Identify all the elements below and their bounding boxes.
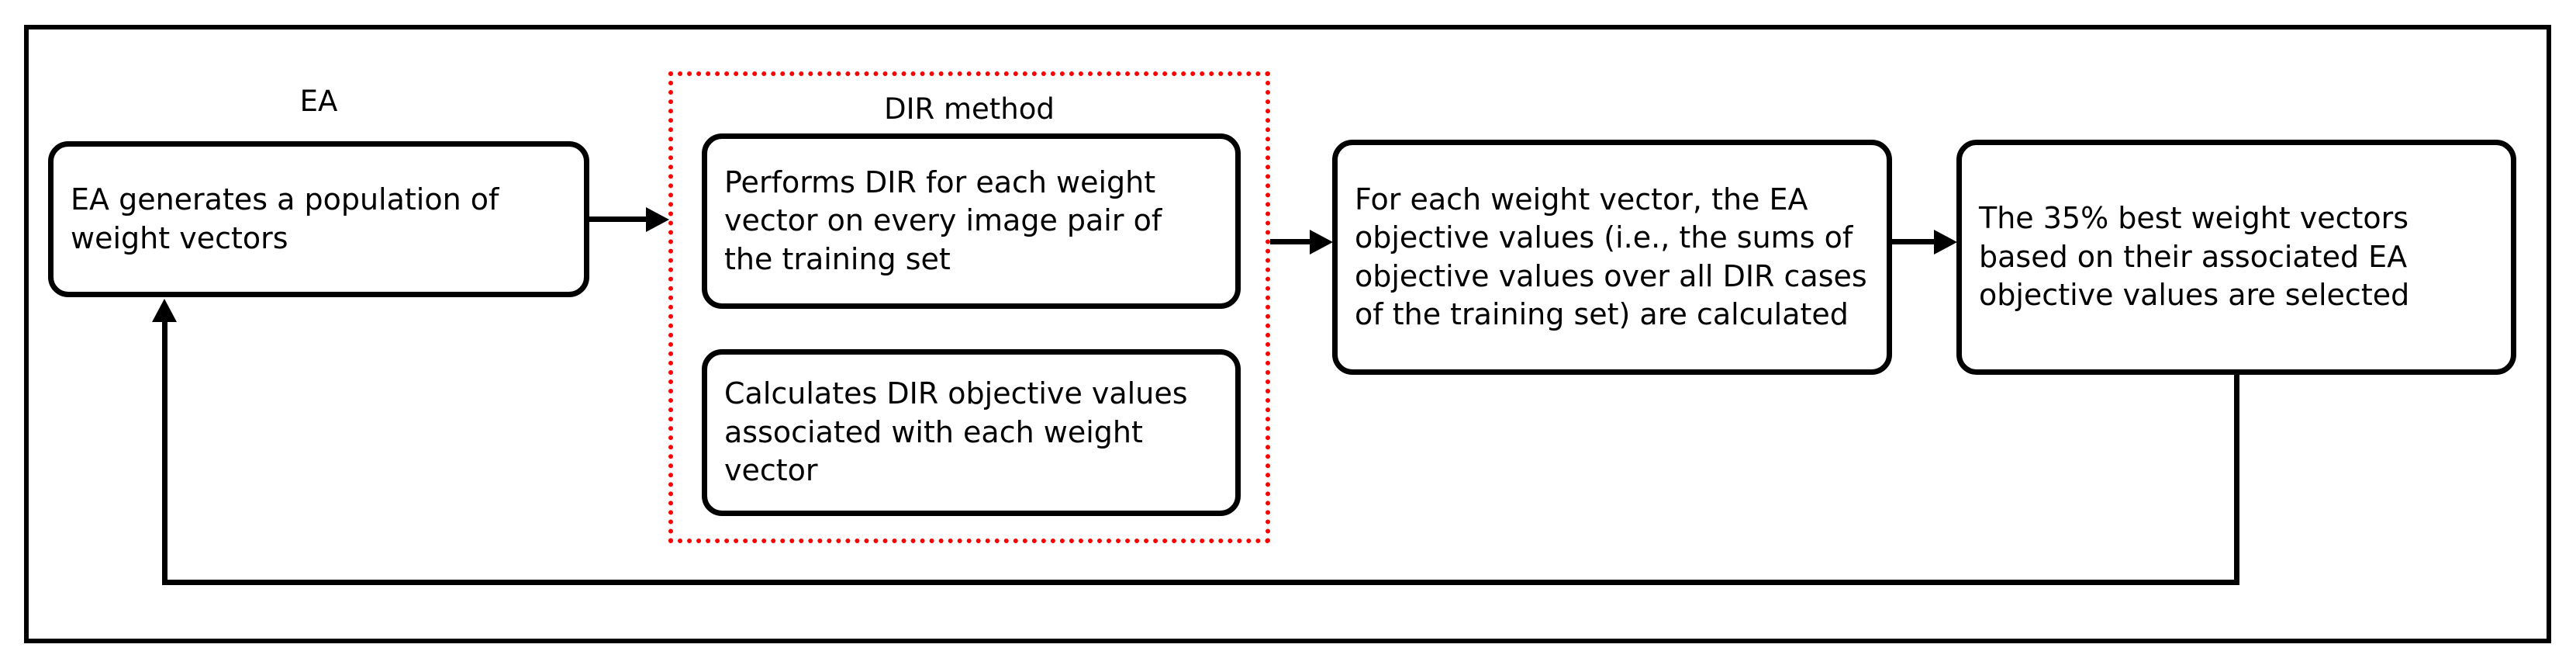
edge-dir-to-ea-objective-line (1270, 239, 1312, 244)
arrowhead-up-icon (152, 299, 177, 322)
edge-ea-objective-to-ea-select-line (1892, 239, 1935, 244)
node-ea-generate-label: EA generates a population of weight vect… (71, 182, 499, 255)
edge-feedback-segment-left (162, 580, 2239, 585)
node-ea-objective[interactable]: For each weight vector, the EA objective… (1332, 140, 1892, 375)
edge-ea-generate-to-dir-line (589, 216, 648, 222)
arrowhead-right-icon (646, 207, 669, 232)
node-ea-select[interactable]: The 35% best weight vectors based on the… (1956, 140, 2516, 375)
group-label-dir-method: DIR method (884, 92, 1055, 126)
group-dir-method (668, 71, 1270, 543)
node-ea-select-label: The 35% best weight vectors based on the… (1979, 201, 2410, 313)
edge-feedback-segment-up (162, 322, 167, 583)
outer-frame (24, 25, 2551, 643)
arrowhead-right-icon (1934, 230, 1957, 255)
node-ea-generate[interactable]: EA generates a population of weight vect… (48, 141, 589, 297)
node-dir-perform[interactable]: Performs DIR for each weight vector on e… (702, 133, 1241, 309)
node-ea-objective-label: For each weight vector, the EA objective… (1355, 182, 1867, 331)
node-dir-calculate-label: Calculates DIR objective values associat… (724, 376, 1188, 488)
edge-feedback-segment-down (2234, 375, 2239, 585)
node-dir-calculate[interactable]: Calculates DIR objective values associat… (702, 349, 1241, 516)
group-label-ea: EA (299, 85, 338, 118)
node-dir-perform-label: Performs DIR for each weight vector on e… (724, 165, 1162, 276)
arrowhead-right-icon (1310, 230, 1333, 255)
